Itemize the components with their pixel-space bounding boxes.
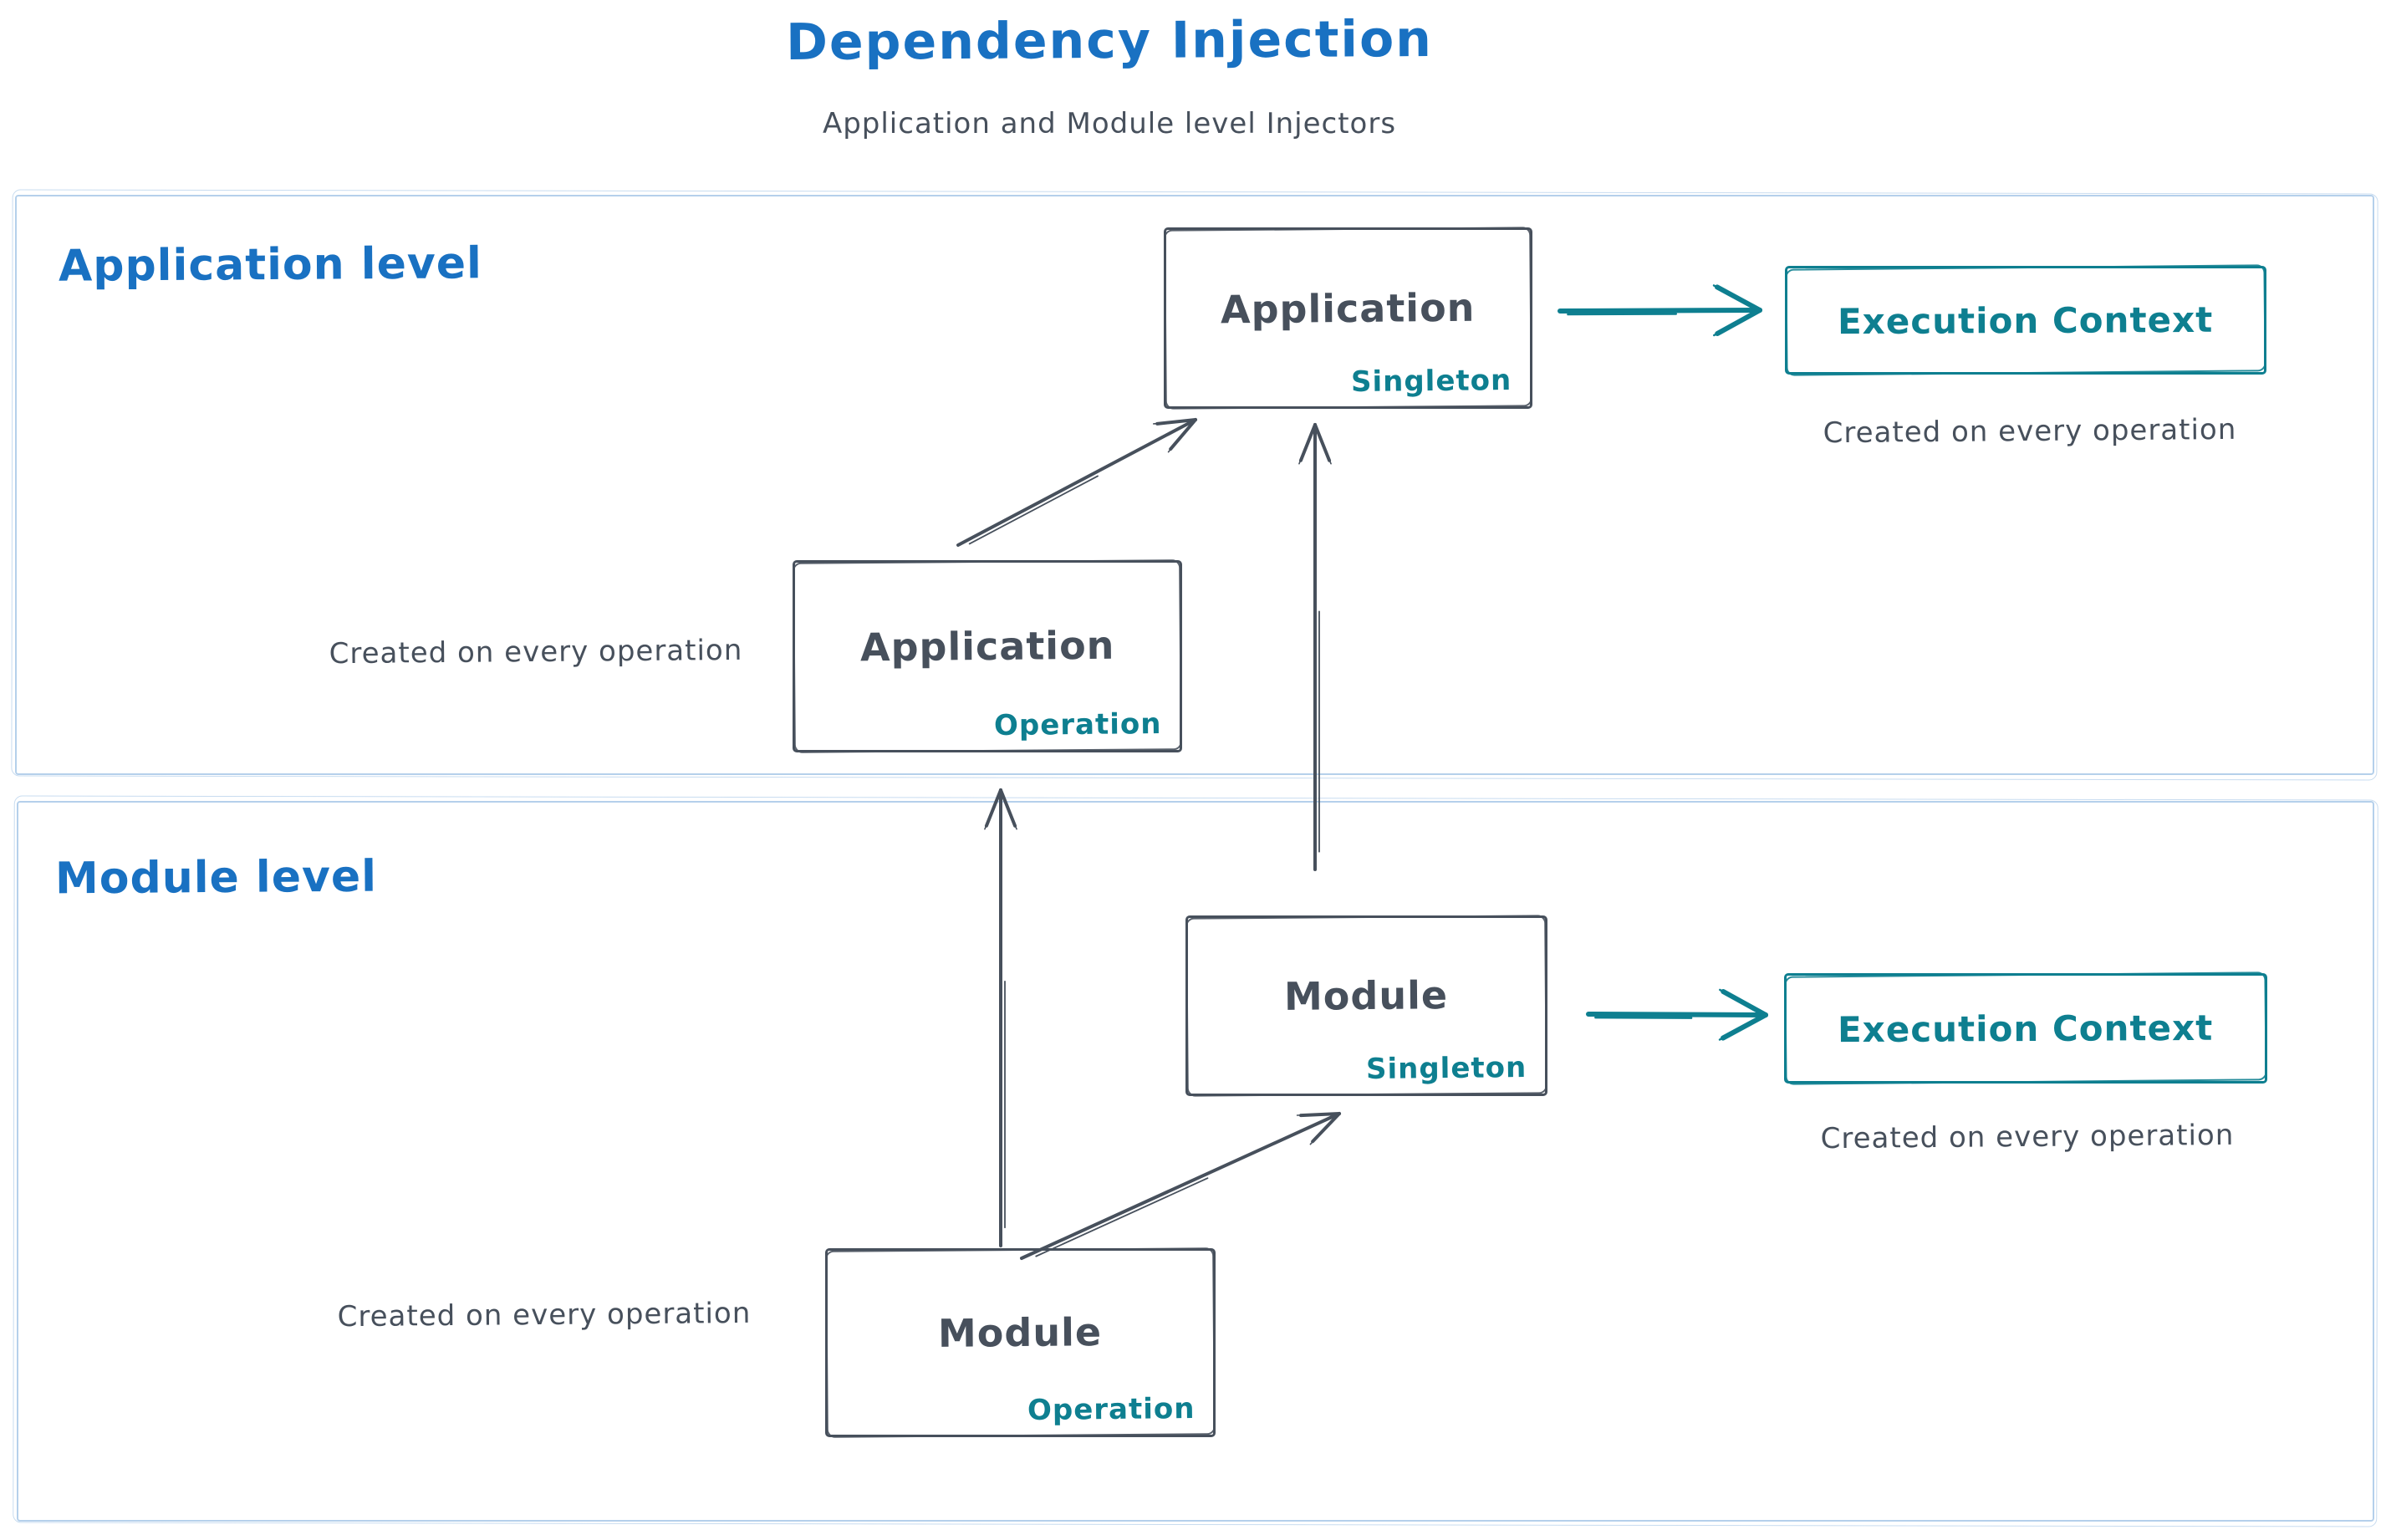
- node-application-singleton-scope: Singleton: [1350, 363, 1512, 400]
- caption-application-operation: Created on every operation: [329, 633, 743, 671]
- node-module-operation-title: Module: [938, 1309, 1103, 1356]
- node-application-operation-scope: Operation: [993, 706, 1162, 743]
- caption-module-operation: Created on every operation: [337, 1296, 752, 1334]
- page-subtitle: Application and Module level Injectors: [822, 107, 1397, 140]
- node-execution-context-module-title: Execution Context: [1838, 1007, 2214, 1050]
- node-module-operation: Module Operation: [825, 1248, 1216, 1437]
- node-execution-context-module: Execution Context: [1784, 973, 2267, 1084]
- node-execution-context-application: Execution Context: [1785, 266, 2266, 375]
- section-label-module-level: Module level: [54, 851, 378, 905]
- caption-execution-context-module: Created on every operation: [1820, 1118, 2235, 1156]
- node-module-singleton-scope: Singleton: [1365, 1050, 1527, 1087]
- node-application-singleton-title: Application: [1221, 284, 1476, 332]
- page-title: Dependency Injection: [785, 9, 1434, 73]
- node-module-singleton: Module Singleton: [1185, 915, 1547, 1096]
- caption-execution-context-application: Created on every operation: [1823, 412, 2237, 451]
- node-execution-context-application-title: Execution Context: [1838, 298, 2214, 342]
- section-application-level: Application level: [15, 195, 2374, 775]
- section-module-level: Module level: [17, 801, 2374, 1522]
- node-module-operation-scope: Operation: [1027, 1391, 1196, 1428]
- section-label-application-level: Application level: [58, 238, 483, 292]
- node-application-operation: Application Operation: [793, 560, 1182, 752]
- node-application-singleton: Application Singleton: [1164, 227, 1532, 409]
- node-application-operation-title: Application: [859, 622, 1115, 671]
- node-module-singleton-title: Module: [1284, 972, 1449, 1019]
